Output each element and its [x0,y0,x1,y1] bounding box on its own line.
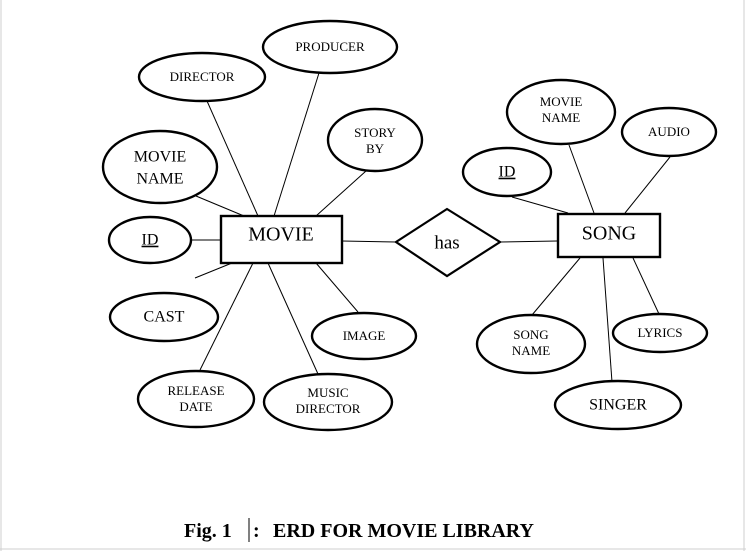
attribute-story-by-ellipse [326,107,424,173]
attribute-music-director-label-line1: MUSIC [307,385,348,400]
attribute-release-date-label-line2: DATE [179,399,212,414]
attribute-audio-ellipse [620,106,718,158]
connector-movie-director [206,100,259,217]
relationship-has-label: has [434,232,459,253]
attribute-movie-name: MOVIE NAME [101,129,219,205]
movie-connectors [191,72,367,375]
attribute-release-date-label-line1: RELEASE [167,383,224,398]
attribute-director: DIRECTOR [137,51,267,103]
attribute-story-by: STORY BY [326,107,424,173]
connector-song-lyrics [632,257,660,315]
attribute-song-name-ellipse [475,313,587,375]
connector-song-movie-name [568,144,595,214]
attribute-producer-label: PRODUCER [295,39,365,54]
attribute-singer-label: SINGER [589,397,647,414]
attribute-director-ellipse [137,51,267,103]
relationship-connectors [341,240,558,243]
attribute-movie-name-ellipse [101,129,219,205]
connector-movie-music-director [267,262,319,375]
attribute-song-movie-name: MOVIE NAME [505,78,617,146]
connector-song-audio [624,156,671,214]
attribute-audio: AUDIO [620,106,718,158]
attribute-music-director-label-line2: DIRECTOR [296,401,361,416]
attribute-song-id-ellipse [461,146,553,198]
attribute-lyrics-label: LYRICS [638,325,683,340]
attribute-producer-ellipse [261,19,399,75]
attribute-image-label: IMAGE [343,328,386,343]
attribute-producer: PRODUCER [261,19,399,75]
relationship-has-diamond [393,207,503,278]
attribute-image-ellipse [310,311,418,361]
attribute-image: IMAGE [310,311,418,361]
figure-caption-title: ERD FOR MOVIE LIBRARY [273,520,535,542]
attribute-movie-name-label-line2: NAME [136,171,183,188]
connector-movie-name [195,195,245,217]
connector-song-id [511,196,569,214]
attribute-movie-id-label: ID [142,232,159,249]
attribute-audio-label: AUDIO [648,124,690,139]
connector-song-singer [602,257,613,383]
entity-song: SONG [556,212,662,259]
song-connectors [511,144,671,383]
attribute-story-by-label-line2: BY [366,141,385,156]
attribute-release-date: RELEASE DATE [136,369,256,429]
figure-caption: Fig. 1 : ERD FOR MOVIE LIBRARY [184,518,535,542]
attribute-song-name: SONG NAME [475,313,587,375]
entity-song-box [556,212,662,259]
entity-movie-box [219,214,344,265]
connector-movie-story-by [315,170,367,217]
attribute-release-date-ellipse [136,369,256,429]
attribute-singer-ellipse [553,379,683,431]
connector-song-name [531,257,581,316]
attribute-lyrics-ellipse [611,312,709,354]
attribute-lyrics: LYRICS [611,312,709,354]
attribute-movie-id: ID [107,215,193,265]
attribute-song-name-label-line2: NAME [512,343,550,358]
attribute-song-movie-name-label-line1: MOVIE [540,94,583,109]
attribute-song-id: ID [461,146,553,198]
entity-movie-label: MOVIE [248,224,314,246]
attribute-music-director-ellipse [262,372,394,432]
attribute-song-id-label: ID [499,164,516,181]
attribute-movie-name-label-line1: MOVIE [134,149,186,166]
connector-movie-release-date [199,262,254,371]
attribute-singer: SINGER [553,379,683,431]
connector-movie-cast [194,262,233,279]
entity-movie: MOVIE [219,214,344,265]
figure-caption-separator: : [253,520,260,542]
entity-song-label: SONG [582,223,636,245]
attribute-song-movie-name-label-line2: NAME [542,110,580,125]
attribute-song-name-label-line1: SONG [513,327,548,342]
attribute-cast-ellipse [108,291,220,343]
attribute-cast: CAST [108,291,220,343]
attribute-music-director: MUSIC DIRECTOR [262,372,394,432]
attribute-cast-label: CAST [144,309,185,326]
attribute-director-label: DIRECTOR [170,69,235,84]
figure-caption-prefix: Fig. 1 [184,520,232,542]
attribute-song-movie-name-ellipse [505,78,617,146]
attribute-story-by-label-line1: STORY [354,125,396,140]
connector-movie-producer [273,72,320,217]
relationship-has: has [393,207,503,278]
connector-movie-image [315,262,359,313]
attribute-movie-id-ellipse [107,215,193,265]
connector-has-song [499,240,558,243]
connector-movie-has [341,240,397,243]
